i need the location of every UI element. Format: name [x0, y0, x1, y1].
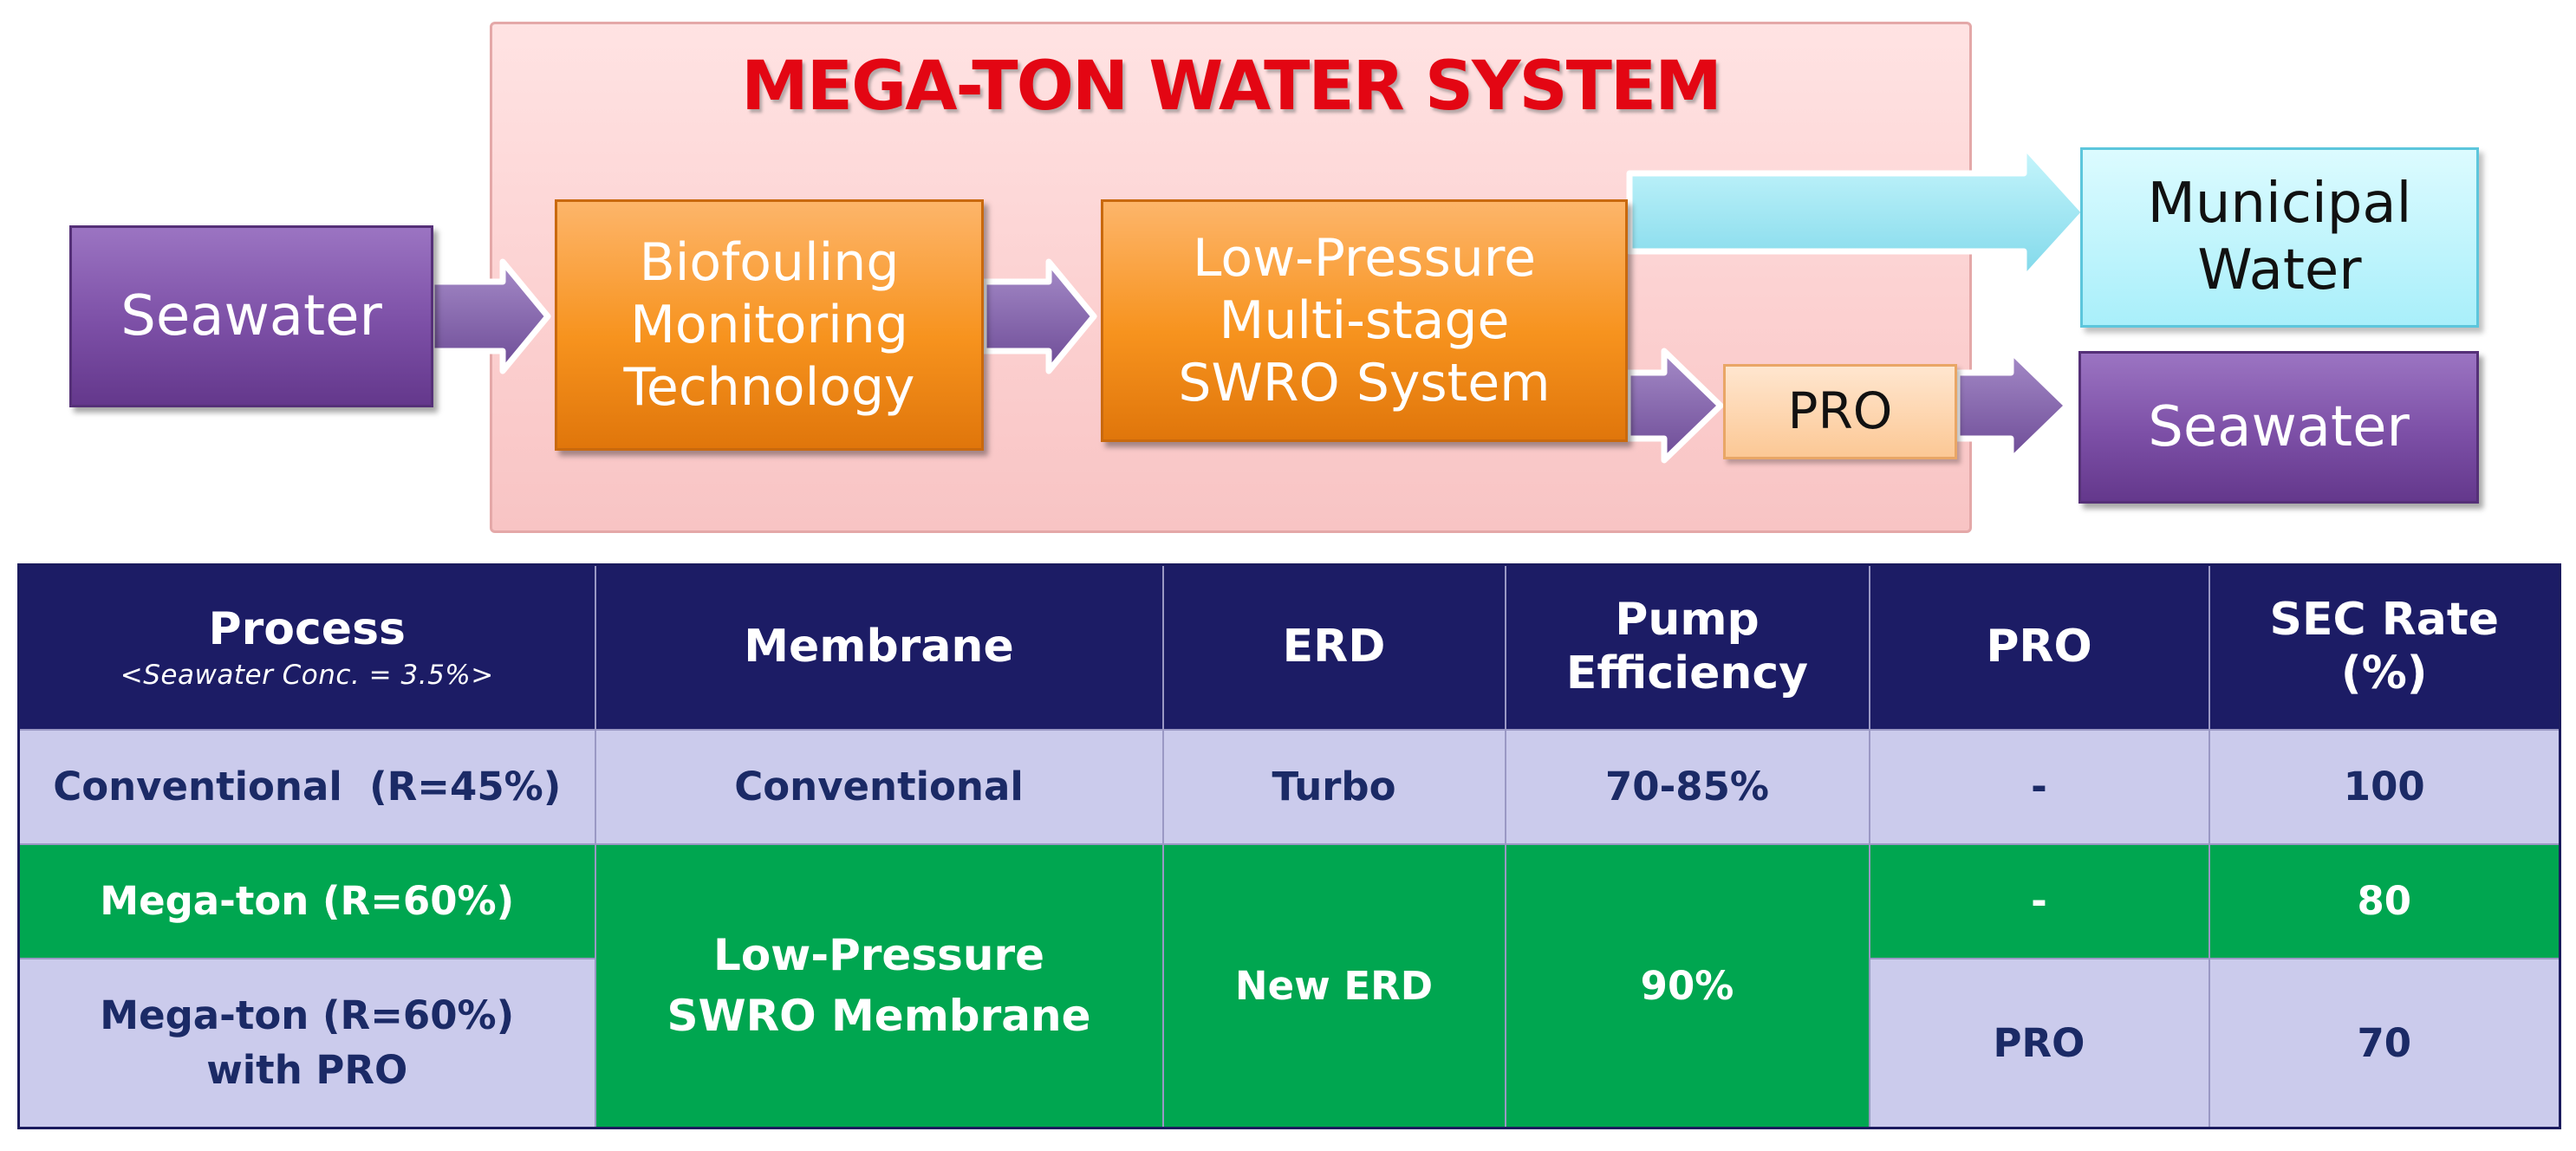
seawater-input-node: Seawater — [69, 225, 433, 407]
cell-process-megaton: Mega-ton (R=60%) — [17, 842, 596, 959]
arrow-biofouling-to-swro — [980, 258, 1097, 374]
header-membrane: Membrane — [594, 563, 1164, 731]
header-process-label: Process — [208, 602, 406, 655]
cell-pump-megaton: 90% — [1504, 842, 1870, 1129]
cell-sec-conventional: 100 — [2208, 728, 2561, 845]
table-row: Mega-ton (R=60%) Low-Pressure SWRO Membr… — [17, 842, 2561, 1129]
header-process-note: <Seawater Conc. = 3.5%> — [120, 660, 494, 692]
pro-node: PRO — [1723, 364, 1957, 459]
swro-system-node: Low-Pressure Multi-stage SWRO System — [1101, 199, 1628, 442]
arrow-pro-to-seawater — [1954, 348, 2071, 464]
cell-membrane-megaton: Low-Pressure SWRO Membrane — [594, 842, 1164, 1129]
arrow-swro-to-pro — [1624, 348, 1724, 464]
header-pump-efficiency: Pump Efficiency — [1504, 563, 1870, 731]
cell-pump-conventional: 70-85% — [1504, 728, 1870, 845]
flow-arrows — [428, 142, 2088, 464]
header-pro: PRO — [1868, 563, 2210, 731]
cell-pro-conventional: - — [1868, 728, 2210, 845]
cell-sec-megaton-pro: 70 — [2208, 957, 2561, 1129]
cell-sec-megaton: 80 — [2208, 842, 2561, 959]
table-header-row: Process <Seawater Conc. = 3.5%> Membrane… — [17, 563, 2561, 731]
table-row: Conventional (R=45%) Conventional Turbo … — [17, 728, 2561, 845]
municipal-water-node: Municipal Water — [2080, 147, 2479, 328]
cell-process-megaton-pro: Mega-ton (R=60%) with PRO — [17, 957, 596, 1129]
table-row: Mega-ton (R=60%) with PRO PRO 70 — [17, 957, 2561, 1129]
diagram-title: MEGA-TON WATER SYSTEM — [741, 48, 1722, 126]
seawater-output-node: Seawater — [2078, 351, 2479, 504]
arrow-swro-to-municipal — [1626, 142, 2088, 283]
sec-comparison-table: Process <Seawater Conc. = 3.5%> Membrane… — [17, 563, 2561, 1129]
header-sec-rate: SEC Rate (%) — [2208, 563, 2561, 731]
biofouling-monitoring-node: Biofouling Monitoring Technology — [555, 199, 984, 451]
cell-pro-megaton: - — [1868, 842, 2210, 959]
cell-process-conventional: Conventional (R=45%) — [17, 728, 596, 845]
cell-pro-megaton-pro: PRO — [1868, 957, 2210, 1129]
cell-membrane-conventional: Conventional — [594, 728, 1164, 845]
cell-erd-conventional: Turbo — [1161, 728, 1506, 845]
arrow-seawater-to-biofouling — [428, 258, 551, 374]
cell-erd-megaton: New ERD — [1161, 842, 1506, 1129]
header-erd: ERD — [1161, 563, 1506, 731]
header-process: Process <Seawater Conc. = 3.5%> — [17, 563, 596, 731]
